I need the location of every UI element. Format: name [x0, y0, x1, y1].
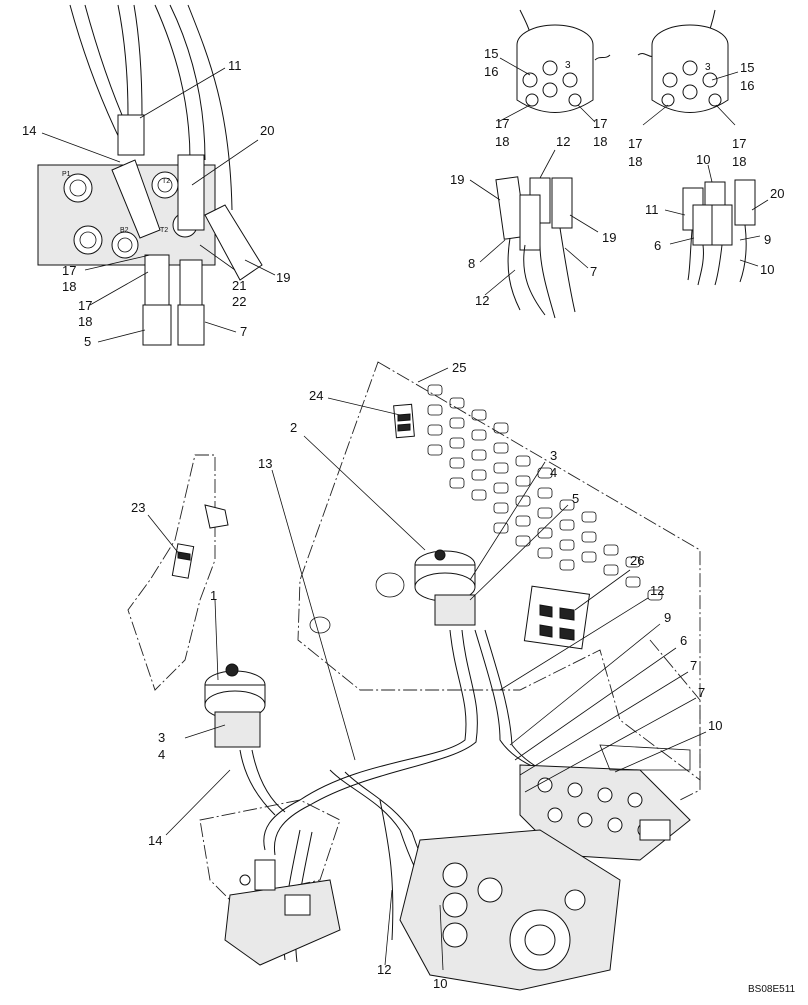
callout-13: 13 — [258, 456, 272, 471]
callout-10-main-a: 10 — [708, 718, 722, 733]
callout-1: 1 — [210, 588, 217, 603]
joystick-right — [414, 549, 476, 626]
detail-valve-block-hoses: P1 T2 B2 T2 — [37, 4, 263, 346]
panel-23 — [127, 454, 216, 691]
callout-17-a: 17 — [62, 263, 76, 278]
callout-19-a: 19 — [450, 172, 464, 187]
frame-right — [649, 639, 701, 801]
fitting-11 — [117, 114, 145, 156]
callout-14: 14 — [22, 123, 36, 138]
callout-7-main-b: 7 — [698, 685, 705, 700]
detail-hose-group-c-callouts: 12 19 19 8 7 12 — [450, 134, 616, 308]
callout-18-b: 18 — [78, 314, 92, 329]
callout-17-f: 17 — [732, 136, 746, 151]
callout-8: 8 — [468, 256, 475, 271]
callout-16-a: 16 — [484, 64, 498, 79]
callout-25: 25 — [452, 360, 466, 375]
detail-pilot-valve-b: 3 — [637, 9, 729, 113]
callout-18-d: 18 — [593, 134, 607, 149]
callout-18-a: 18 — [62, 279, 76, 294]
panel-25 — [297, 361, 701, 781]
joystick-left — [204, 663, 266, 748]
callout-21: 21 — [232, 278, 246, 293]
valve-mark-b: 3 — [705, 62, 711, 73]
detail-pilot-valve-a: 3 — [516, 9, 611, 113]
port-label-b2: B2 — [120, 227, 129, 234]
detail-pilot-valve-b-callouts: 15 16 17 18 17 18 — [628, 60, 754, 169]
callout-17-c: 17 — [495, 116, 509, 131]
control-valve-bank — [519, 764, 691, 861]
callout-4-b: 4 — [158, 747, 165, 762]
detail-left-callouts: 11 14 20 17 18 21 22 19 17 18 5 7 — [22, 58, 290, 349]
callout-4-a: 4 — [550, 465, 557, 480]
callout-2: 2 — [290, 420, 297, 435]
elbow-fitting-14 — [111, 159, 161, 239]
hose-end-7 — [177, 304, 205, 346]
callout-19: 19 — [276, 270, 290, 285]
callout-18-c: 18 — [495, 134, 509, 149]
figure-reference: BS08E511 — [748, 984, 796, 995]
callout-17-d: 17 — [593, 116, 607, 131]
callout-23: 23 — [131, 500, 145, 515]
callout-9-main: 9 — [664, 610, 671, 625]
callout-6: 6 — [654, 238, 661, 253]
callout-20-b: 20 — [770, 186, 784, 201]
main-callouts: 25 24 2 13 3 4 5 23 26 12 1 9 6 7 7 3 4 … — [131, 360, 722, 991]
callout-16-b: 16 — [740, 78, 754, 93]
callout-19-b: 19 — [602, 230, 616, 245]
detail-hose-group-d-callouts: 10 11 20 6 9 10 — [645, 152, 784, 277]
decal-26 — [523, 585, 591, 650]
callout-12-main: 12 — [650, 583, 664, 598]
hydraulic-pump — [399, 829, 621, 991]
fitting-17-18 — [144, 254, 170, 306]
fitting-20 — [177, 154, 205, 231]
detail-hose-group-d — [682, 179, 756, 286]
port-label-p1: P1 — [62, 171, 71, 178]
callout-18-e: 18 — [628, 154, 642, 169]
callout-26: 26 — [630, 553, 644, 568]
callout-3-b: 3 — [158, 730, 165, 745]
callout-11: 11 — [228, 58, 242, 73]
detail-pilot-valve-a-callouts: 15 16 17 18 17 18 — [484, 46, 607, 149]
port-label-t2-b: T2 — [160, 227, 168, 234]
callout-15-a: 15 — [484, 46, 498, 61]
callout-7-main-a: 7 — [690, 658, 697, 673]
callout-17-e: 17 — [628, 136, 642, 151]
callout-10-bottom: 10 — [433, 976, 447, 991]
callout-20: 20 — [260, 123, 274, 138]
callout-7: 7 — [240, 324, 247, 339]
callout-18-f: 18 — [732, 154, 746, 169]
callout-24: 24 — [309, 388, 323, 403]
callout-11-b: 11 — [645, 202, 659, 217]
callout-12-bottom: 12 — [377, 962, 391, 977]
callout-5-main: 5 — [572, 491, 579, 506]
callout-7-b: 7 — [590, 264, 597, 279]
callout-12-b: 12 — [475, 293, 489, 308]
callout-15-b: 15 — [740, 60, 754, 75]
valve-mark-a: 3 — [565, 60, 571, 71]
callout-3-a: 3 — [550, 448, 557, 463]
hose-end-5 — [142, 304, 172, 346]
callout-9: 9 — [764, 232, 771, 247]
callout-17-b: 17 — [78, 298, 92, 313]
detail-hose-group-c — [495, 176, 576, 319]
callout-6-main: 6 — [680, 633, 687, 648]
callout-10-b: 10 — [760, 262, 774, 277]
lower-valve-block — [224, 879, 341, 966]
callout-22: 22 — [232, 294, 246, 309]
lower-frame — [199, 799, 341, 966]
callout-14-main: 14 — [148, 833, 162, 848]
main-assembly — [127, 361, 701, 991]
callout-10-a: 10 — [696, 152, 710, 167]
port-label-t2-a: T2 — [162, 178, 170, 185]
callout-12-a: 12 — [556, 134, 570, 149]
callout-5: 5 — [84, 334, 91, 349]
